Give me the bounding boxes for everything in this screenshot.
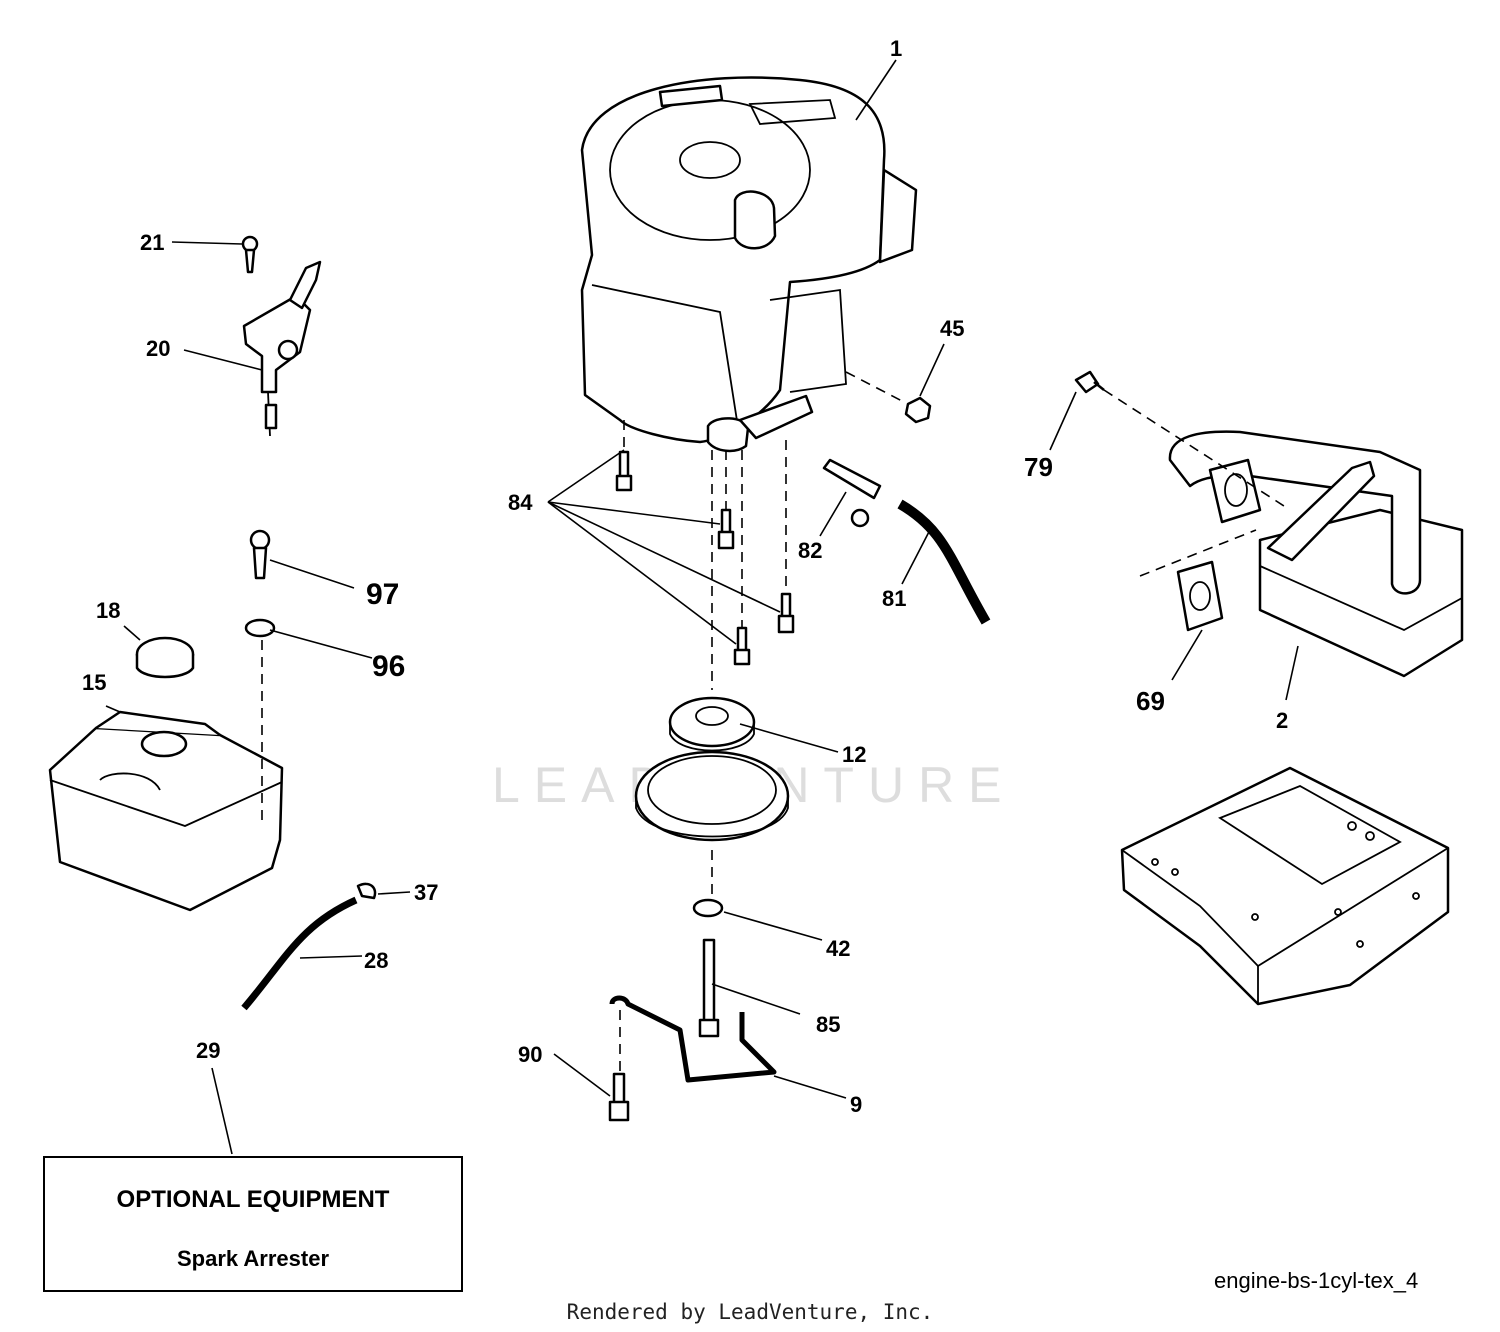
bolt-84-d[interactable] xyxy=(733,626,751,666)
exhaust-gasket-upper[interactable] xyxy=(1208,458,1262,524)
callout-28: 28 xyxy=(364,948,388,973)
callout-42: 42 xyxy=(826,936,850,961)
callout-84: 84 xyxy=(508,490,533,515)
callout-90: 90 xyxy=(518,1042,542,1067)
bolt-79[interactable] xyxy=(1074,370,1105,394)
bolt-84-a[interactable] xyxy=(615,450,633,492)
clamp-37[interactable] xyxy=(356,882,377,900)
callout-15: 15 xyxy=(82,670,106,695)
callout-18: 18 xyxy=(96,598,120,623)
bolt-84-b[interactable] xyxy=(717,508,735,550)
engine-mount-plate[interactable] xyxy=(1120,766,1450,1006)
callout-45: 45 xyxy=(940,316,964,341)
nut-45[interactable] xyxy=(904,396,932,424)
screw-97[interactable] xyxy=(249,529,271,580)
callout-96: 96 xyxy=(372,650,405,683)
callout-69: 69 xyxy=(1136,686,1165,716)
rod-9[interactable] xyxy=(609,995,777,1083)
bolt-90[interactable] xyxy=(608,1072,630,1122)
callout-81: 81 xyxy=(882,586,906,611)
washer-42[interactable] xyxy=(692,898,724,918)
callout-79: 79 xyxy=(1024,452,1053,482)
washer-96[interactable] xyxy=(244,618,276,638)
callout-1: 1 xyxy=(890,36,902,61)
diagram-id-label: engine-bs-1cyl-tex_4 xyxy=(1214,1268,1419,1293)
screw-21[interactable] xyxy=(241,235,259,274)
callout-9: 9 xyxy=(850,1092,862,1117)
callout-29: 29 xyxy=(196,1038,220,1063)
optional-equipment-box: OPTIONAL EQUIPMENT Spark Arrester xyxy=(43,1156,463,1292)
fuel-cap-18[interactable] xyxy=(135,636,195,679)
fuel-tank-15[interactable] xyxy=(48,710,284,912)
optional-equipment-subtitle: Spark Arrester xyxy=(176,1246,330,1271)
callout-82: 82 xyxy=(798,538,822,563)
fuel-line-28[interactable] xyxy=(241,896,358,1011)
pulley-12[interactable] xyxy=(634,696,790,842)
callout-12: 12 xyxy=(842,742,866,767)
footer-credit: Rendered by LeadVenture, Inc. xyxy=(566,1300,934,1324)
throttle-control-20[interactable] xyxy=(242,260,322,437)
callout-21: 21 xyxy=(140,230,164,255)
optional-equipment-title: OPTIONAL EQUIPMENT xyxy=(116,1186,390,1213)
fuel-line-81[interactable] xyxy=(897,499,991,625)
callout-37: 37 xyxy=(414,880,438,905)
callout-20: 20 xyxy=(146,336,170,361)
bolt-85[interactable] xyxy=(698,938,720,1038)
callout-85: 85 xyxy=(816,1012,840,1037)
fuel-shutoff-82[interactable] xyxy=(822,458,882,528)
exhaust-gasket-69[interactable] xyxy=(1176,560,1224,632)
bolt-84-c[interactable] xyxy=(777,592,795,634)
callout-97: 97 xyxy=(366,578,399,611)
engine-part[interactable] xyxy=(580,76,918,453)
callout-2: 2 xyxy=(1276,708,1288,733)
